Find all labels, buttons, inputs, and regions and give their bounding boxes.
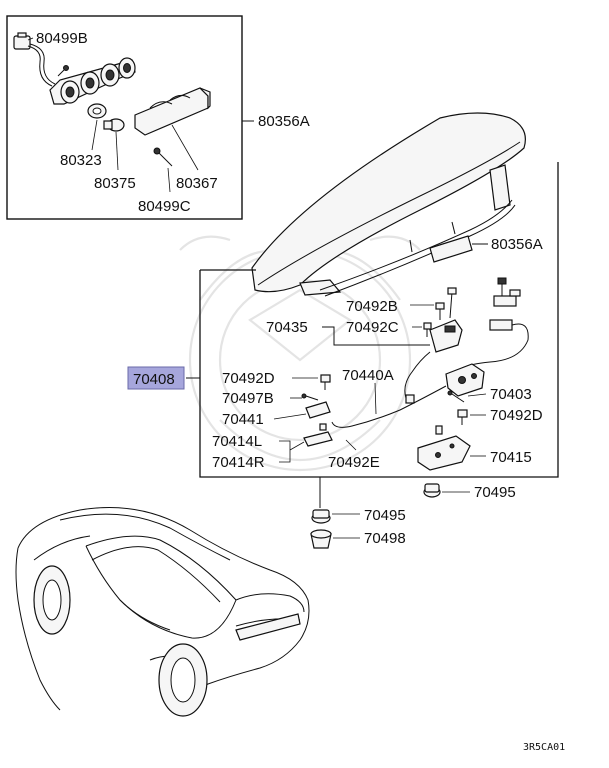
callout-70408[interactable]: 70408 — [133, 371, 175, 388]
callout-70495-center[interactable]: 70495 — [364, 507, 406, 524]
leader-70441 — [273, 413, 307, 420]
bulb-80375[interactable] — [103, 118, 125, 132]
lock-assembly[interactable] — [404, 351, 485, 404]
callout-70492D-left[interactable]: 70492D — [222, 370, 275, 387]
bracket-70414 — [279, 440, 291, 463]
plate-70415[interactable] — [417, 425, 471, 471]
callout-70403[interactable]: 70403 — [490, 386, 532, 403]
callout-80499C[interactable]: 80499C — [138, 198, 191, 215]
callout-70492D-right[interactable]: 70492D — [490, 407, 543, 424]
callout-70495-right[interactable]: 70495 — [474, 484, 516, 501]
leader-80499B — [27, 37, 34, 41]
leader-80323 — [91, 119, 98, 151]
bolt-70492C[interactable] — [423, 322, 432, 337]
callout-70415[interactable]: 70415 — [490, 449, 532, 466]
rear-spoiler[interactable] — [251, 112, 526, 297]
callout-80367[interactable]: 80367 — [176, 175, 218, 192]
leader-80375 — [115, 131, 119, 171]
callout-70498[interactable]: 70498 — [364, 530, 406, 547]
image-code: 3R5CA01 — [523, 742, 565, 753]
bolt-70492B[interactable] — [435, 302, 445, 320]
clip-70497B[interactable] — [301, 393, 319, 401]
callout-70497B[interactable]: 70497B — [222, 390, 274, 407]
bolt-70492D-right[interactable] — [457, 409, 468, 425]
leader-80499C — [167, 167, 171, 193]
callout-70435[interactable]: 70435 — [266, 319, 308, 336]
leader-70414 — [289, 441, 305, 451]
highlight-box — [127, 366, 185, 390]
actuator-70435[interactable] — [429, 287, 463, 353]
inset-box — [6, 15, 243, 220]
callout-80356A-right[interactable]: 80356A — [491, 236, 543, 253]
bumper-70498[interactable] — [310, 529, 332, 549]
gasket-80323[interactable] — [87, 103, 107, 119]
callout-80499B[interactable]: 80499B — [36, 30, 88, 47]
high-mount-lamp-80356A[interactable] — [429, 235, 473, 263]
callout-70414R[interactable]: 70414R — [212, 454, 265, 471]
callout-70441[interactable]: 70441 — [222, 411, 264, 428]
screw-80499C[interactable] — [153, 147, 173, 167]
leader-80367 — [171, 124, 199, 171]
cable-70440A[interactable] — [331, 385, 447, 428]
callout-70492C[interactable]: 70492C — [346, 319, 399, 336]
leader-70403 — [467, 393, 487, 397]
leader-70492E — [345, 439, 357, 451]
callout-70492B[interactable]: 70492B — [346, 298, 398, 315]
callout-80375[interactable]: 80375 — [94, 175, 136, 192]
callout-70414L[interactable]: 70414L — [212, 433, 262, 450]
leader-70440A — [374, 382, 377, 415]
leader-70435 — [322, 326, 430, 346]
connector-80499B[interactable] — [13, 32, 56, 87]
lamp-socket-cluster[interactable] — [49, 57, 136, 105]
grommet-70495-center[interactable] — [311, 509, 331, 524]
main-parts-frame — [199, 162, 559, 478]
latch-bracket-upper[interactable] — [461, 277, 529, 369]
callout-70440A[interactable]: 70440A — [342, 367, 394, 384]
callout-70408-group[interactable]: 70408 — [127, 366, 200, 390]
lamp-housing-80367[interactable] — [134, 87, 211, 136]
car-outline — [15, 507, 310, 717]
screw-70403[interactable] — [447, 390, 465, 403]
cover-70414[interactable] — [303, 423, 333, 447]
bolt-70492D-left[interactable] — [320, 374, 331, 390]
callout-70492E[interactable]: 70492E — [328, 454, 380, 471]
grommet-70495-right[interactable] — [423, 483, 441, 498]
callout-80356A-top[interactable]: 80356A — [258, 113, 310, 130]
release-handle-70441[interactable] — [305, 401, 331, 419]
callout-80323[interactable]: 80323 — [60, 152, 102, 169]
